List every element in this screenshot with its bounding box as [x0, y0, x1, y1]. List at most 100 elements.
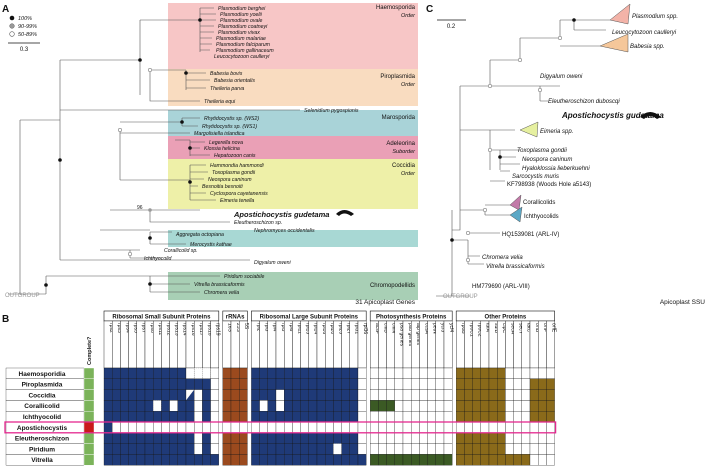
cell-4-2-3 — [275, 411, 285, 423]
cell-1-2-8 — [316, 378, 326, 390]
cell-7-0-10 — [185, 443, 195, 455]
cell-5-0-8 — [169, 421, 178, 433]
cell-0-2-12 — [349, 367, 359, 379]
cell-0-3-5 — [411, 367, 420, 379]
cell-8-2-13 — [357, 454, 367, 466]
clade-band-aggregata — [168, 230, 418, 247]
cell-1-0-5 — [144, 378, 154, 390]
cell-7-3-6 — [419, 443, 428, 455]
col-header-4-9: orfB — [534, 323, 540, 333]
col-header-3-1: chlB — [382, 323, 388, 333]
col-header-0-5: rps8 — [149, 323, 155, 333]
cell-4-3-7 — [427, 411, 436, 423]
taxon-a-27: Eleutheroschizon sp. — [234, 220, 282, 226]
cell-8-2-8 — [316, 454, 326, 466]
cell-3-4-3 — [480, 400, 490, 412]
cell-1-3-5 — [411, 378, 420, 390]
clade-label-2: Marosporida — [382, 115, 416, 121]
cell-5-4-8 — [521, 421, 531, 433]
cell-5-3-2 — [386, 421, 395, 433]
cell-5-3-1 — [378, 421, 387, 433]
cell-2-1-1 — [230, 389, 240, 401]
cell-0-3-7 — [427, 367, 436, 379]
cell-0-2-4 — [284, 367, 293, 379]
cell-6-2-12 — [349, 432, 359, 444]
cell-2-3-3 — [394, 389, 404, 401]
cell-3-2-4 — [284, 400, 293, 412]
cell-4-1-1 — [230, 411, 240, 423]
cell-4-0-3 — [128, 411, 137, 423]
cell-2-0-13 — [210, 389, 219, 401]
taxon-a-36: Chromera velia — [204, 290, 239, 296]
cell-0-2-9 — [325, 367, 334, 379]
cell-0-4-11 — [546, 367, 555, 379]
cell-8-0-2 — [120, 454, 129, 466]
cell-7-4-3 — [480, 443, 490, 455]
cell-5-2-7 — [308, 421, 318, 433]
cell-7-0-1 — [112, 443, 121, 455]
cell-5-2-4 — [284, 421, 293, 433]
taxon-a-28: Nephromyces occidentalis — [254, 228, 315, 234]
cell-8-2-10 — [333, 454, 342, 466]
col-header-2-8: rpl16 — [321, 323, 327, 334]
cell-5-0-10 — [185, 421, 195, 433]
cell-2-0-2 — [120, 389, 129, 401]
cell-6-4-0 — [456, 432, 465, 444]
cell-2-4-4 — [488, 389, 498, 401]
clade-band-adeleorina — [168, 136, 418, 159]
cell-1-0-1 — [112, 378, 121, 390]
cell-2-2-12 — [349, 389, 359, 401]
col-header-3-7: petN — [432, 323, 438, 334]
cell-8-0-6 — [153, 454, 162, 466]
gudetama-icon-c — [640, 112, 661, 119]
cell-3-4-1 — [464, 400, 473, 412]
col-header-4-1: rpoC1 — [468, 323, 474, 337]
panel-c-footer: Apicoplast SSU — [660, 299, 705, 306]
cell-7-2-1 — [259, 443, 268, 455]
cell-1-0-0 — [103, 378, 113, 390]
taxon-a-35: Vitrella brassicaformis — [194, 282, 245, 288]
cell-4-0-8 — [169, 411, 178, 423]
col-header-0-12: rps18 — [206, 323, 212, 336]
taxon-a-18: Klossia helicina — [204, 146, 240, 152]
cell-3-3-2 — [386, 400, 395, 412]
cell-6-0-12 — [202, 432, 211, 444]
row-label-2: Coccidia — [28, 392, 55, 399]
cell-5-3-3 — [394, 421, 404, 433]
cell-5-4-3 — [480, 421, 490, 433]
taxon-c-1: Leucocytozoon caulleryi — [612, 30, 677, 36]
col-header-0-1: rps3 — [116, 323, 122, 333]
taxon-a-6: Plasmodium falciparum — [216, 42, 271, 48]
col-header-3-5: atp genes — [415, 323, 421, 345]
taxon-a-16: Margolisiella islandica — [194, 131, 245, 137]
cell-8-3-7 — [427, 454, 436, 466]
cell-6-4-1 — [464, 432, 473, 444]
cell-1-4-6 — [505, 378, 514, 390]
cell-6-4-5 — [497, 432, 506, 444]
clade-label-3: Adeleorina — [386, 141, 415, 147]
cell-6-0-4 — [136, 432, 146, 444]
clade-band-marosporida — [168, 110, 418, 136]
cell-1-3-0 — [370, 378, 379, 390]
cell-8-0-0 — [103, 454, 113, 466]
cell-4-0-13 — [210, 411, 219, 423]
cell-3-3-9 — [443, 400, 453, 412]
cell-3-4-7 — [513, 400, 522, 412]
cell-4-2-11 — [341, 411, 350, 423]
cell-2-3-9 — [443, 389, 453, 401]
cell-0-2-10 — [333, 367, 342, 379]
cell-2-2-0 — [251, 389, 260, 401]
cell-3-0-2 — [120, 400, 129, 412]
cell-2-0-8 — [169, 389, 178, 401]
cell-3-0-3 — [128, 400, 137, 412]
cell-6-4-9 — [529, 432, 539, 444]
col-header-0-3: rps5 — [133, 323, 139, 333]
col-header-1-0: 16S — [227, 323, 233, 333]
cell-1-4-1 — [464, 378, 473, 390]
taxon-c-5: Eleutheroschizon duboscqi — [548, 99, 620, 105]
cell-6-4-11 — [546, 432, 555, 444]
cell-6-4-7 — [513, 432, 522, 444]
cell-4-2-13 — [357, 411, 367, 423]
cell-4-2-2 — [267, 411, 277, 423]
panel-a-letter: A — [2, 4, 9, 15]
